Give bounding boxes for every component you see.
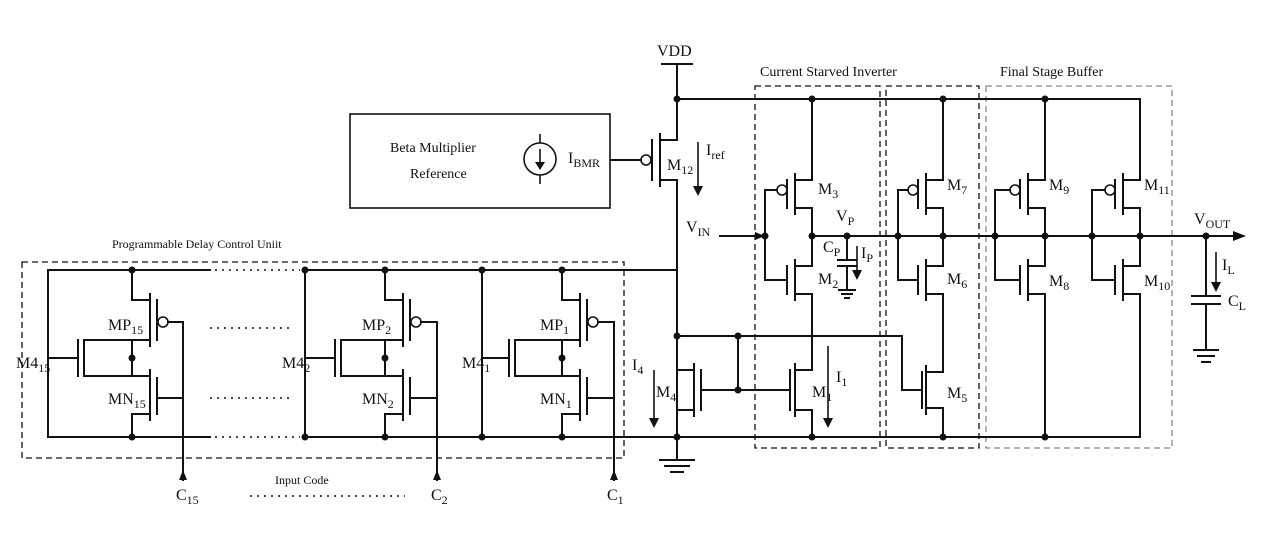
m3-label: M3 bbox=[818, 181, 838, 201]
pdc-boundary bbox=[21, 261, 625, 459]
c2-label: C2 bbox=[431, 487, 448, 507]
m9-label: M9 bbox=[1049, 177, 1069, 197]
m4-15-label: M415 bbox=[16, 355, 50, 375]
cl-label: CL bbox=[1228, 293, 1246, 313]
bmr-label-1: Beta Multiplier bbox=[390, 141, 476, 156]
m4-1-label: M41 bbox=[462, 355, 490, 375]
m8-label: M8 bbox=[1049, 273, 1069, 293]
vin-label: VIN bbox=[686, 219, 711, 239]
m4-label: M4 bbox=[656, 384, 676, 404]
vdd-label: VDD bbox=[657, 43, 692, 60]
m10-label: M10 bbox=[1144, 273, 1170, 293]
ibmr-label: IBMR bbox=[568, 150, 600, 170]
mn1-label: MN1 bbox=[540, 391, 572, 411]
csi-boundary bbox=[754, 85, 881, 449]
m1-label: M1 bbox=[812, 384, 832, 404]
csi-stage2-boundary bbox=[885, 85, 980, 449]
ip-label: IP bbox=[861, 245, 873, 265]
mn15-label: MN15 bbox=[108, 391, 146, 411]
input-code-label: Input Code bbox=[275, 473, 329, 487]
m4-2-label: M42 bbox=[282, 355, 310, 375]
cp-label: CP bbox=[823, 239, 841, 259]
mp15-label: MP15 bbox=[108, 317, 143, 337]
mp1-label: MP1 bbox=[540, 317, 569, 337]
fsb-title: Final Stage Buffer bbox=[1000, 65, 1104, 80]
c15-label: C15 bbox=[176, 487, 199, 507]
m11-label: M11 bbox=[1144, 177, 1170, 197]
il-label: IL bbox=[1222, 257, 1235, 277]
vout-label: VOUT bbox=[1194, 211, 1231, 231]
i4-label: I4 bbox=[632, 357, 643, 377]
mp2-label: MP2 bbox=[362, 317, 391, 337]
m12-label: M12 bbox=[667, 157, 693, 177]
i1-label: I1 bbox=[836, 369, 847, 389]
pdc-title: Programmable Delay Control Uniit bbox=[112, 237, 282, 251]
m2-label: M2 bbox=[818, 271, 838, 291]
bmr-label-2: Reference bbox=[410, 167, 467, 182]
c1-label: C1 bbox=[607, 487, 624, 507]
mn2-label: MN2 bbox=[362, 391, 394, 411]
vp-label: VP bbox=[836, 208, 855, 228]
m7-label: M7 bbox=[947, 177, 967, 197]
m5-label: M5 bbox=[947, 385, 967, 405]
csi-title: Current Starved Inverter bbox=[760, 65, 897, 80]
m6-label: M6 bbox=[947, 271, 967, 291]
fsb-boundary bbox=[985, 85, 1173, 449]
iref-label: Iref bbox=[706, 142, 725, 162]
